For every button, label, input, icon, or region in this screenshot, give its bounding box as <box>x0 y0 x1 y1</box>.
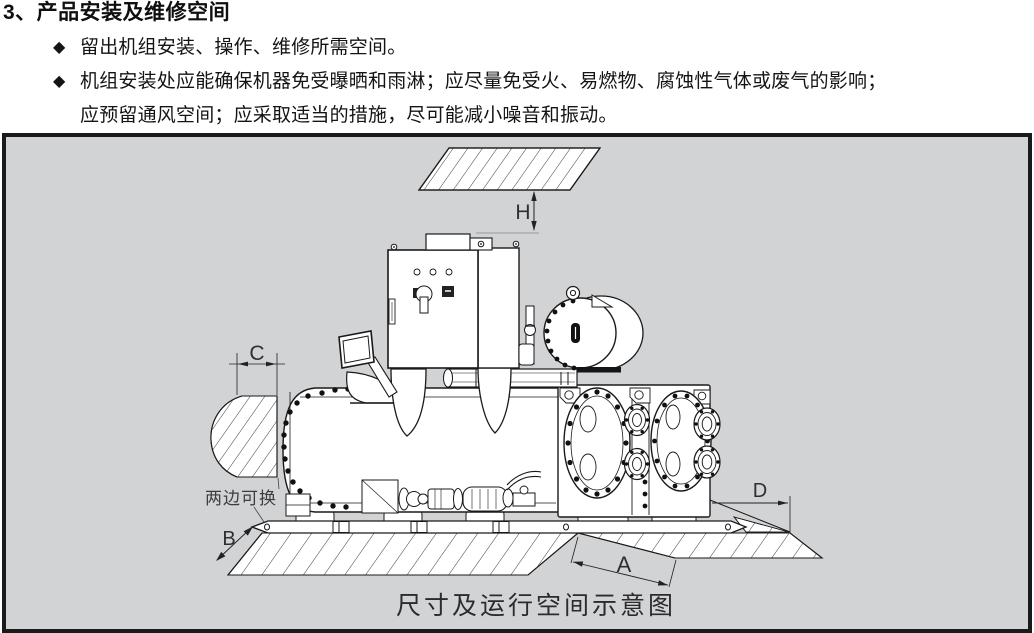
motor-flange-bolts <box>544 298 577 371</box>
tube-sheet-head <box>563 387 631 499</box>
figure-caption: 尺寸及运行空间示意图 <box>396 592 676 620</box>
section-title: 3、产品安装及维修空间 <box>3 1 231 24</box>
bullet-text-line: 机组安装处应能确保机器免受曝晒和雨淋；应尽量免受火、易燃物、腐蚀性气体或废气的影… <box>80 71 887 92</box>
condenser-section <box>557 384 721 518</box>
bullet-text-line: 应预留通风空间；应采取适当的措施，尽可能减小噪音和振动。 <box>80 105 618 126</box>
bullet-item: ◆ 留出机组安装、操作、维修所需空间。 <box>53 31 1031 65</box>
bullet-diamond-icon: ◆ <box>53 39 66 56</box>
panel-vent <box>425 233 471 251</box>
wall-hatch <box>210 395 278 478</box>
water-nozzle-flanges <box>623 403 721 481</box>
display-screen <box>338 330 398 398</box>
mounting-clamps <box>332 521 510 533</box>
panel-indicator-light <box>413 268 421 276</box>
ceiling-hatch <box>417 147 602 191</box>
dim-label-a: A <box>617 552 632 577</box>
dim-label-c: C <box>249 342 264 365</box>
bullet-list: ◆ 留出机组安装、操作、维修所需空间。 ◆ 机组安装处应能确保机器免受曝晒和雨淋… <box>53 31 1031 133</box>
bullet-item: ◆ 机组安装处应能确保机器免受曝晒和雨淋；应尽量免受火、易燃物、腐蚀性气体或废气… <box>53 65 1031 133</box>
panel-indicator-light <box>445 268 453 276</box>
machine-note: 两边可换 <box>205 489 277 508</box>
bullet-text-line: 留出机组安装、操作、维修所需空间。 <box>80 37 407 58</box>
lifting-screws <box>390 240 520 251</box>
floor-hatch <box>226 499 824 576</box>
panel-indicator-light <box>429 268 437 276</box>
dimension-annotations: H C B A D 两边可换 <box>205 191 791 588</box>
bullet-diamond-icon: ◆ <box>53 73 66 90</box>
oil-pump-assembly <box>361 470 542 514</box>
control-panel <box>387 233 520 388</box>
chiller-unit-drawing <box>250 233 748 534</box>
dim-label-h: H <box>515 201 530 224</box>
base-rail <box>250 520 748 534</box>
pipe-covers <box>346 367 512 437</box>
dim-label-d: D <box>753 480 767 502</box>
compressor-motor <box>518 285 644 373</box>
dim-label-b: B <box>222 528 235 550</box>
